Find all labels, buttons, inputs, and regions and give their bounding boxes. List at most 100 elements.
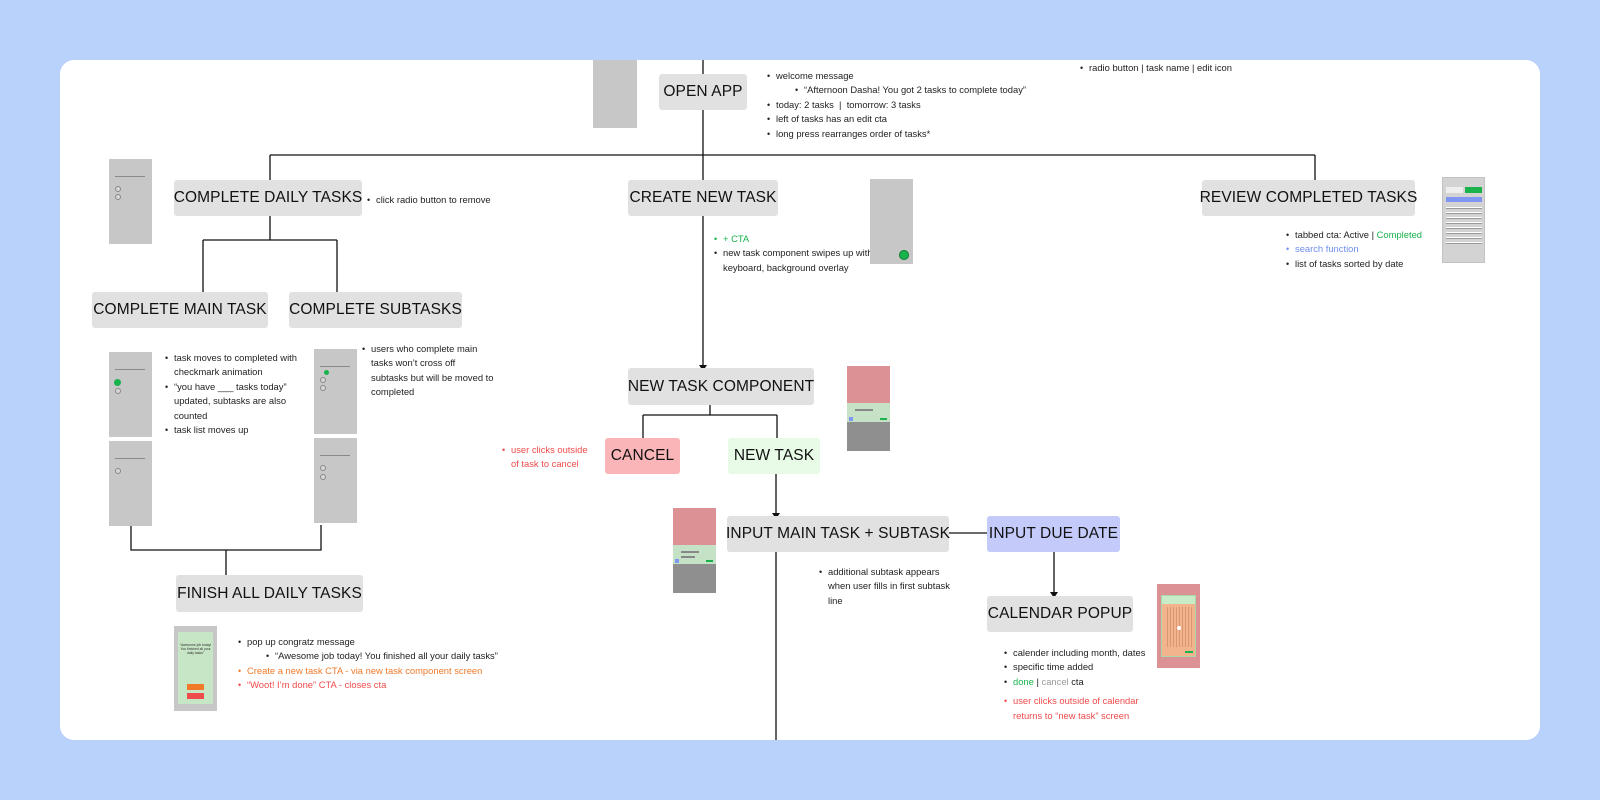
notes-main-task: task moves to completed with checkmark a… bbox=[165, 351, 297, 438]
note-sep: | bbox=[1033, 675, 1042, 687]
notes-subtasks: users who complete main tasks won’t cros… bbox=[362, 342, 494, 400]
thumb-save-button bbox=[880, 418, 887, 420]
node-new-task-component[interactable]: NEW TASK COMPONENT bbox=[628, 368, 814, 405]
note-done: done bbox=[1013, 675, 1034, 687]
note-click-outside: user clicks outside of task to cancel bbox=[502, 443, 597, 472]
thumb-checked-icon bbox=[324, 370, 329, 375]
thumb-list-lines bbox=[1446, 207, 1482, 247]
thumb-finish-popup: “Awesome job today! You finished all you… bbox=[174, 626, 217, 711]
thumb-selected-date bbox=[1177, 626, 1181, 630]
thumb-radio-icon bbox=[115, 194, 121, 200]
notes-finish: pop up congratz message “Awesome job tod… bbox=[238, 635, 538, 693]
thumb-calendar-card bbox=[1161, 595, 1196, 657]
thumb-calendar-header bbox=[1162, 596, 1195, 604]
note-list-up: task list moves up bbox=[165, 423, 297, 438]
connector-lines bbox=[130, 60, 1316, 740]
thumb-radio-icon bbox=[320, 377, 326, 383]
thumb-subtasks-2 bbox=[314, 438, 357, 523]
thumb-popup-text: “Awesome job today! You finished all you… bbox=[179, 643, 212, 656]
note-subtasks-moved: users who complete main tasks won’t cros… bbox=[362, 342, 494, 400]
notes-complete-daily: click radio button to remove bbox=[367, 193, 517, 208]
notes-review: tabbed cta: Active | Completed search fu… bbox=[1286, 228, 1446, 272]
thumb-input-line bbox=[855, 409, 873, 411]
thumb-save-button bbox=[706, 560, 713, 562]
thumb-text-line bbox=[115, 176, 145, 177]
connector-finish-bracket bbox=[130, 525, 322, 575]
note-create-cta: Create a new task CTA - via new task com… bbox=[238, 664, 538, 679]
node-input-due-date[interactable]: INPUT DUE DATE bbox=[987, 516, 1120, 552]
node-complete-main-task[interactable]: COMPLETE MAIN TASK bbox=[92, 292, 268, 328]
node-input-main-task-subtask[interactable]: INPUT MAIN TASK + SUBTASK bbox=[726, 516, 950, 552]
note-tabbed: tabbed cta: Active | Completed bbox=[1286, 228, 1446, 243]
note-afternoon: “Afternoon Dasha! You got 2 tasks to com… bbox=[795, 83, 1057, 98]
thumb-tab-active bbox=[1446, 187, 1463, 193]
thumb-radio-icon bbox=[320, 474, 326, 480]
thumb-review bbox=[1442, 177, 1485, 263]
node-cancel[interactable]: CANCEL bbox=[605, 438, 680, 474]
node-new-task[interactable]: NEW TASK bbox=[728, 438, 820, 474]
connector-component-split bbox=[642, 405, 778, 438]
note-plus-cta: + CTA bbox=[714, 232, 874, 247]
note-click-radio: click radio button to remove bbox=[367, 193, 517, 208]
thumb-input-line bbox=[681, 551, 699, 553]
note-calendar-including: calender including month, dates bbox=[1004, 646, 1149, 661]
notes-input-main: additional subtask appears when user fil… bbox=[819, 565, 954, 608]
thumb-subtasks-1 bbox=[314, 349, 357, 434]
node-calendar-popup[interactable]: CALENDAR POPUP bbox=[987, 596, 1133, 632]
thumb-new-task-component bbox=[847, 366, 890, 451]
connector-daily-split bbox=[202, 215, 338, 292]
thumb-done-button bbox=[1185, 651, 1193, 653]
note-subtask-appears: additional subtask appears when user fil… bbox=[819, 565, 954, 608]
thumb-calendar bbox=[1157, 584, 1200, 668]
thumb-popup-card bbox=[178, 632, 213, 704]
note-done-cancel: done | cancel cta bbox=[1004, 675, 1149, 690]
notes-cancel: user clicks outside of task to cancel bbox=[502, 443, 597, 472]
note-moves-completed: task moves to completed with checkmark a… bbox=[165, 351, 297, 380]
notes-create-new: + CTA new task component swipes up with … bbox=[714, 232, 874, 275]
thumb-text-line bbox=[320, 366, 350, 367]
note-tabbed-text: tabbed cta: Active | bbox=[1295, 229, 1377, 240]
thumb-plus-fab-icon bbox=[899, 250, 909, 260]
thumb-input-line bbox=[681, 556, 695, 558]
notes-open-app: welcome message “Afternoon Dasha! You go… bbox=[767, 69, 1057, 141]
note-cancel-word: cancel bbox=[1041, 675, 1069, 687]
thumb-main-task-1 bbox=[109, 352, 152, 437]
node-open-app[interactable]: OPEN APP bbox=[659, 74, 747, 110]
notes-top-right: radio button | task name | edit icon bbox=[1080, 61, 1280, 76]
thumb-woot-button bbox=[187, 693, 204, 699]
thumb-input-main bbox=[673, 508, 716, 593]
thumb-tab-completed bbox=[1465, 187, 1482, 193]
thumb-keyboard bbox=[847, 422, 890, 451]
note-sorted: list of tasks sorted by date bbox=[1286, 257, 1446, 272]
arrow-calendar bbox=[1050, 592, 1058, 598]
node-complete-subtasks[interactable]: COMPLETE SUBTASKS bbox=[289, 292, 462, 328]
thumb-component-panel bbox=[847, 403, 890, 422]
node-review-completed-tasks[interactable]: REVIEW COMPLETED TASKS bbox=[1200, 180, 1417, 216]
note-outside-calendar: user clicks outside of calendar returns … bbox=[1004, 694, 1149, 723]
thumb-create-new bbox=[870, 179, 913, 264]
note-popup: pop up congratz message bbox=[238, 635, 538, 650]
thumb-text-line bbox=[320, 455, 350, 456]
thumb-date-button bbox=[675, 559, 679, 563]
thumb-keyboard bbox=[673, 564, 716, 593]
note-today: today: 2 tasks | tomorrow: 3 tasks bbox=[767, 98, 1057, 113]
note-swipe-up: new task component swipes up with keyboa… bbox=[714, 246, 874, 275]
thumb-radio-icon bbox=[115, 468, 121, 474]
thumb-complete-daily bbox=[109, 159, 152, 244]
note-specific-time: specific time added bbox=[1004, 660, 1149, 675]
thumb-main-task-2 bbox=[109, 441, 152, 526]
note-woot: “Woot! I’m done” CTA - closes cta bbox=[238, 678, 538, 693]
note-radio-task-edit: radio button | task name | edit icon bbox=[1080, 61, 1280, 76]
thumb-text-line bbox=[115, 458, 145, 459]
note-you-have: “you have ___ tasks today” updated, subt… bbox=[165, 380, 297, 423]
thumb-radio-icon bbox=[320, 385, 326, 391]
note-tabbed-completed: Completed bbox=[1376, 229, 1422, 240]
note-cta: cta bbox=[1068, 675, 1084, 687]
note-left-edit: left of tasks has an edit cta bbox=[767, 112, 1057, 127]
node-finish-all-daily-tasks[interactable]: FINISH ALL DAILY TASKS bbox=[176, 575, 363, 612]
thumb-radio-icon bbox=[115, 186, 121, 192]
node-complete-daily-tasks[interactable]: COMPLETE DAILY TASKS bbox=[174, 180, 362, 216]
thumb-create-task-button bbox=[187, 684, 204, 690]
node-create-new-task[interactable]: CREATE NEW TASK bbox=[628, 180, 778, 216]
thumb-checked-icon bbox=[114, 379, 121, 386]
